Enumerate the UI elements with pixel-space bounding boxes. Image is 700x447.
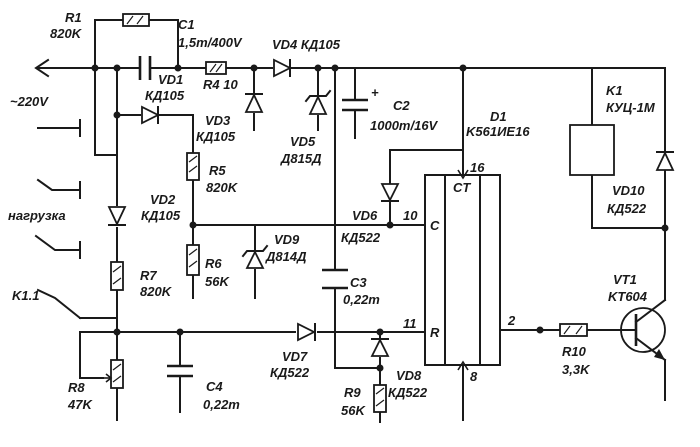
- label-r4: R4 10: [203, 77, 238, 92]
- capacitor-c1: [138, 56, 152, 80]
- label-k1: K1: [606, 83, 623, 98]
- label-d1: D1: [490, 109, 507, 124]
- resistor-r1: [122, 13, 150, 27]
- label-r10: R10: [562, 344, 587, 359]
- label-c1: C1: [178, 17, 195, 32]
- diode-vd1: [107, 206, 127, 227]
- resistors: [103, 13, 588, 413]
- label-r6: R6: [205, 256, 222, 271]
- label-pin-2: 2: [507, 313, 516, 328]
- label-pin-11: 11: [403, 316, 417, 331]
- label-vd10-value: КД522: [607, 201, 647, 216]
- label-k11: K1.1: [12, 288, 39, 303]
- diode-vd6: [380, 183, 400, 203]
- labels: ~220V нагрузка R1 820K C1 1,5m/400V VD4 …: [8, 10, 656, 418]
- label-c1-value: 1,5m/400V: [178, 35, 243, 50]
- diode-vd3: [244, 92, 264, 113]
- wires: [34, 19, 666, 423]
- resistor-r7: [110, 261, 124, 291]
- resistor-r10: [559, 323, 588, 337]
- diode-vd9: [241, 244, 269, 269]
- label-vd5: VD5: [290, 134, 316, 149]
- label-r5: R5: [209, 163, 226, 178]
- chip-d1: [424, 169, 501, 371]
- label-vd6: VD6: [352, 208, 378, 223]
- label-pin-16: 16: [470, 160, 485, 175]
- capacitor-c3: [322, 268, 348, 290]
- label-pin-8: 8: [470, 369, 478, 384]
- transistor-vt1: [620, 298, 667, 362]
- resistor-r4: [205, 61, 227, 75]
- label-pin-ct: CT: [453, 180, 471, 195]
- capacitor-c4: [167, 364, 193, 378]
- label-c2: C2: [393, 98, 410, 113]
- capacitor-c2: [342, 98, 368, 112]
- diode-vd2: [141, 105, 161, 125]
- label-r5-value: 820K: [206, 180, 239, 195]
- label-r7-value: 820K: [140, 284, 173, 299]
- label-vd6-value: КД522: [341, 230, 381, 245]
- diode-vd5: [304, 89, 332, 115]
- label-vd3-value: КД105: [196, 129, 236, 144]
- label-vd7-value: КД522: [270, 365, 310, 380]
- resistor-r5: [186, 152, 200, 181]
- label-vd5-value: Д815Д: [280, 151, 322, 166]
- diode-vd7: [297, 322, 317, 342]
- label-r9-value: 56K: [341, 403, 366, 418]
- label-c4: C4: [206, 379, 223, 394]
- label-r6-value: 56K: [205, 274, 230, 289]
- label-c3-value: 0,22m: [343, 292, 380, 307]
- label-vt1: VT1: [613, 272, 637, 287]
- label-k1-value: КУЦ-1М: [606, 100, 656, 115]
- resistor-r6: [186, 244, 200, 276]
- label-vd4: VD4 КД105: [272, 37, 341, 52]
- label-vd1-value: КД105: [145, 88, 185, 103]
- label-vd2: VD2: [150, 192, 176, 207]
- label-vd9-value: Д814Д: [265, 249, 307, 264]
- label-r7: R7: [140, 268, 157, 283]
- diode-vd4: [273, 58, 293, 78]
- label-r8-value: 47K: [67, 397, 93, 412]
- diode-vd10: [655, 150, 675, 171]
- label-pin-10: 10: [403, 208, 418, 223]
- resistor-r8: [103, 359, 124, 389]
- label-mains: ~220V: [10, 94, 49, 109]
- label-vd10: VD10: [612, 183, 645, 198]
- label-r1-value: 820K: [50, 26, 83, 41]
- label-r1: R1: [65, 10, 82, 25]
- label-d1-value: K561ИЕ16: [466, 124, 530, 139]
- label-vd9: VD9: [274, 232, 300, 247]
- capacitors: [138, 56, 368, 378]
- label-vd3: VD3: [205, 113, 231, 128]
- label-load: нагрузка: [8, 208, 66, 223]
- label-pin-r: R: [430, 325, 440, 340]
- junctions: [91, 64, 669, 372]
- label-vd8: VD8: [396, 368, 422, 383]
- label-vd1: VD1: [158, 72, 183, 87]
- label-vd8-value: КД522: [388, 385, 428, 400]
- label-c2-value: 1000m/16V: [370, 118, 439, 133]
- label-c3: C3: [350, 275, 367, 290]
- label-vt1-value: KT604: [608, 289, 648, 304]
- relay-k1-coil: [569, 124, 615, 176]
- label-r9: R9: [344, 385, 361, 400]
- label-pin-c: C: [430, 218, 440, 233]
- label-c2-plus: +: [371, 85, 379, 100]
- label-r10-value: 3,3K: [562, 362, 591, 377]
- diodes: [107, 58, 675, 357]
- diode-vd8: [370, 337, 390, 357]
- resistor-r9: [373, 384, 387, 413]
- label-r8: R8: [68, 380, 85, 395]
- label-vd2-value: КД105: [141, 208, 181, 223]
- label-vd7: VD7: [282, 349, 308, 364]
- label-c4-value: 0,22m: [203, 397, 240, 412]
